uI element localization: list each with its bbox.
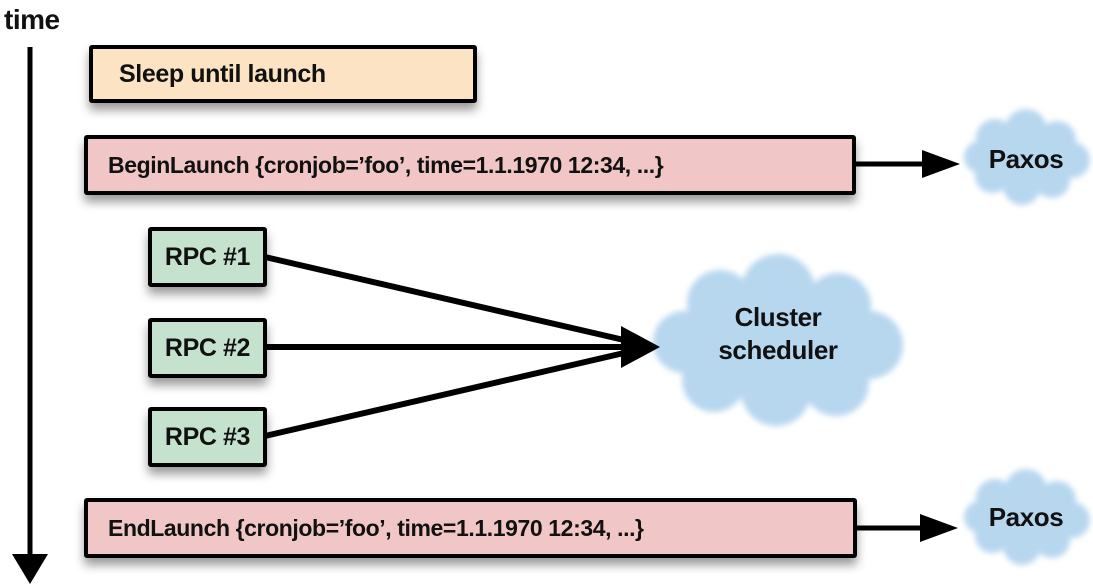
cluster-scheduler-label: Cluster scheduler — [678, 301, 878, 367]
cluster-scheduler-label-line2: scheduler — [718, 335, 838, 365]
begin-launch-label: BeginLaunch {cronjob=’foo’, time=1.1.197… — [108, 151, 664, 178]
paxos-cloud-bottom — [964, 469, 1090, 565]
sleep-until-launch-label: Sleep until launch — [119, 59, 326, 88]
rpc-1-box: RPC #1 — [148, 227, 267, 287]
cluster-scheduler-cloud — [653, 254, 903, 426]
rpc-1-label: RPC #1 — [164, 242, 251, 271]
begin-launch-box: BeginLaunch {cronjob=’foo’, time=1.1.197… — [84, 135, 856, 195]
rpc-3-label: RPC #3 — [164, 422, 251, 451]
rpc-2-box: RPC #2 — [148, 318, 267, 378]
end-launch-to-paxos-arrow — [855, 514, 958, 542]
sleep-until-launch-box: Sleep until launch — [89, 45, 477, 103]
rpc-3-box: RPC #3 — [148, 407, 267, 467]
end-launch-box: EndLaunch {cronjob=’foo’, time=1.1.1970 … — [84, 498, 857, 558]
end-launch-label: EndLaunch {cronjob=’foo’, time=1.1.1970 … — [108, 514, 644, 541]
rpc-to-scheduler-arrows — [264, 254, 660, 439]
time-axis-label: time — [4, 4, 60, 35]
rpc-2-label: RPC #2 — [164, 333, 251, 362]
time-arrow — [12, 47, 48, 584]
cluster-scheduler-label-line1: Cluster — [734, 302, 822, 332]
paxos-bottom-label: Paxos — [988, 502, 1064, 532]
paxos-cloud-top — [964, 109, 1090, 205]
begin-launch-to-paxos-arrow — [853, 150, 960, 178]
paxos-top-label: Paxos — [988, 144, 1064, 174]
